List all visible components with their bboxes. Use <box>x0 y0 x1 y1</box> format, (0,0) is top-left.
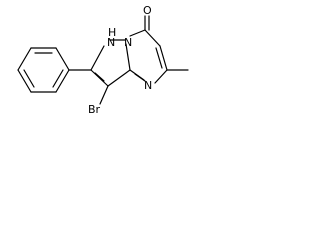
bond <box>159 45 168 71</box>
bond <box>55 69 70 93</box>
atom-label-o: O <box>143 4 152 17</box>
double-bond <box>134 73 146 82</box>
bond <box>144 29 161 47</box>
atom-label-nh: H <box>108 26 116 39</box>
double-bond <box>155 47 163 69</box>
bond <box>17 69 32 93</box>
atom-label-n2: N <box>124 36 132 49</box>
double-bond <box>23 69 35 88</box>
bond <box>90 69 109 87</box>
double-bond <box>94 72 105 82</box>
phenyl-ring <box>17 47 70 93</box>
double-bond <box>52 69 64 88</box>
pyrimidinone-ring <box>129 29 168 84</box>
bond <box>107 69 131 87</box>
bond <box>17 47 32 71</box>
structure-canvas: H N N N O Br <box>0 0 225 128</box>
pyrazole-ring <box>90 39 131 87</box>
bond <box>154 69 168 84</box>
bond <box>55 47 70 71</box>
atom-label-n1: N <box>107 36 115 49</box>
atom-label-n4: N <box>144 79 152 92</box>
bond <box>125 43 131 71</box>
atom-label-br: Br <box>88 103 101 116</box>
bond <box>99 85 109 105</box>
bond <box>90 45 105 71</box>
chemical-structure-diagram: H N N N O Br <box>17 4 189 116</box>
bond <box>129 29 146 37</box>
